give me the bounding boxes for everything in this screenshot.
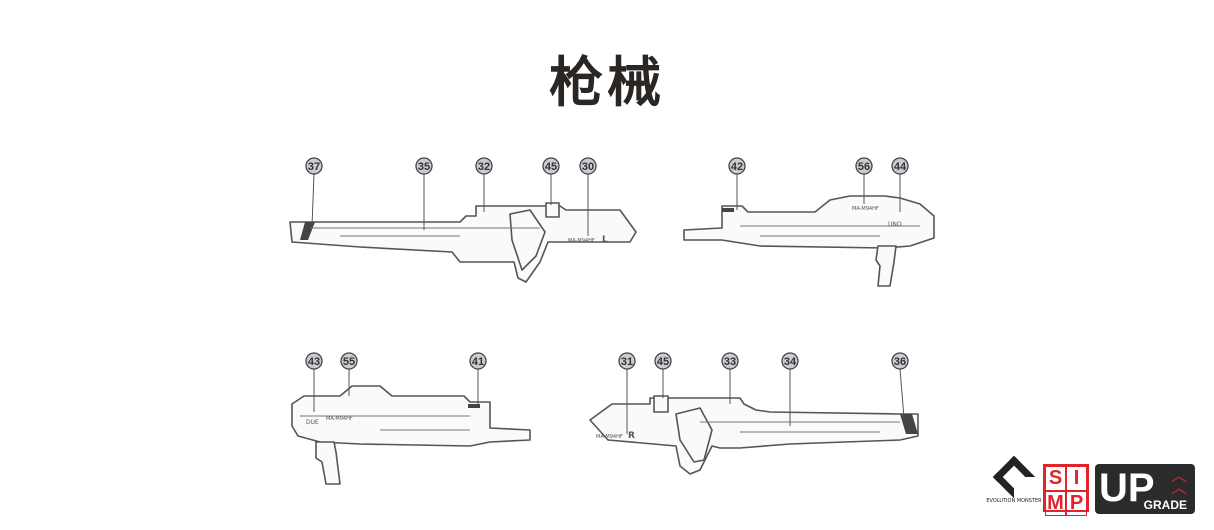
callout-36: 36 <box>891 352 909 370</box>
evolution-monster-text: EVOLUTION MONSTER <box>986 498 1042 504</box>
simp-letter: M <box>1045 491 1066 516</box>
brand-logos: EVOLUTION MONSTER S I M P UP ︿︿ GRADE <box>985 438 1214 528</box>
svg-text:42: 42 <box>731 161 743 173</box>
marking-text: MA-M94HF <box>596 434 623 440</box>
simp-letter: P <box>1066 491 1087 516</box>
svg-text:32: 32 <box>478 161 490 173</box>
simp-letter: I <box>1066 466 1087 491</box>
svg-text:37: 37 <box>308 161 320 173</box>
svg-text:44: 44 <box>894 161 907 173</box>
callout-45: 45 <box>542 157 560 175</box>
callout-33: 33 <box>721 352 739 370</box>
upgrade-big-text: UP <box>1099 466 1155 510</box>
marking-side: DUE <box>306 419 319 426</box>
svg-text:30: 30 <box>582 161 594 173</box>
svg-text:36: 36 <box>894 356 906 368</box>
marking-side: UNO <box>888 221 902 228</box>
callout-55: 55 <box>340 352 358 370</box>
callout-44: 44 <box>891 157 909 175</box>
evolution-monster-icon <box>992 455 1036 499</box>
marking-side: L <box>602 235 608 245</box>
svg-text:41: 41 <box>472 356 484 368</box>
svg-text:34: 34 <box>784 356 797 368</box>
callout-32: 32 <box>475 157 493 175</box>
page-title: 枪械 <box>549 51 665 114</box>
marking-text: MA-M94HF <box>852 206 879 212</box>
svg-text:56: 56 <box>858 161 870 173</box>
svg-text:35: 35 <box>418 161 430 173</box>
evolution-monster-logo: EVOLUTION MONSTER <box>985 455 1043 504</box>
marking-text: MA-M94HF <box>568 238 595 244</box>
upgrade-logo: UP ︿︿ GRADE <box>1095 464 1195 514</box>
callouts-rifle-right: 31 45 33 34 36 <box>618 352 909 434</box>
svg-text:33: 33 <box>724 356 736 368</box>
svg-text:31: 31 <box>621 356 633 368</box>
callouts-rifle-uno: 42 56 44 <box>728 157 909 212</box>
callout-43: 43 <box>305 352 323 370</box>
callout-45: 45 <box>654 352 672 370</box>
svg-text:45: 45 <box>545 161 557 173</box>
weapon-rifle-uno: MA-M94HF UNO <box>683 195 935 287</box>
simp-letter: S <box>1045 466 1066 491</box>
simp-logo: S I M P <box>1043 464 1089 516</box>
callout-35: 35 <box>415 157 433 175</box>
weapon-rifle-right: MA-M94HF R <box>589 395 919 475</box>
chevron-up-icon: ︿︿ <box>1170 466 1187 497</box>
callout-56: 56 <box>855 157 873 175</box>
callout-30: 30 <box>579 157 597 175</box>
callout-41: 41 <box>469 352 487 370</box>
svg-text:45: 45 <box>657 356 669 368</box>
weapon-rifle-left: MA-M94HF L <box>289 202 637 283</box>
marking-side: R <box>628 431 635 441</box>
upgrade-small-text: GRADE <box>1143 498 1187 512</box>
weapon-rifle-due: MA-M94HF DUE <box>291 385 531 485</box>
marking-text: MA-M94HF <box>326 416 353 422</box>
callout-37: 37 <box>305 157 323 175</box>
callout-42: 42 <box>728 157 746 175</box>
callout-31: 31 <box>618 352 636 370</box>
callouts-rifle-left: 37 35 32 45 30 <box>305 157 597 236</box>
callout-34: 34 <box>781 352 799 370</box>
svg-text:43: 43 <box>308 356 320 368</box>
svg-text:55: 55 <box>343 356 355 368</box>
callouts-rifle-due: 43 55 41 <box>305 352 487 412</box>
